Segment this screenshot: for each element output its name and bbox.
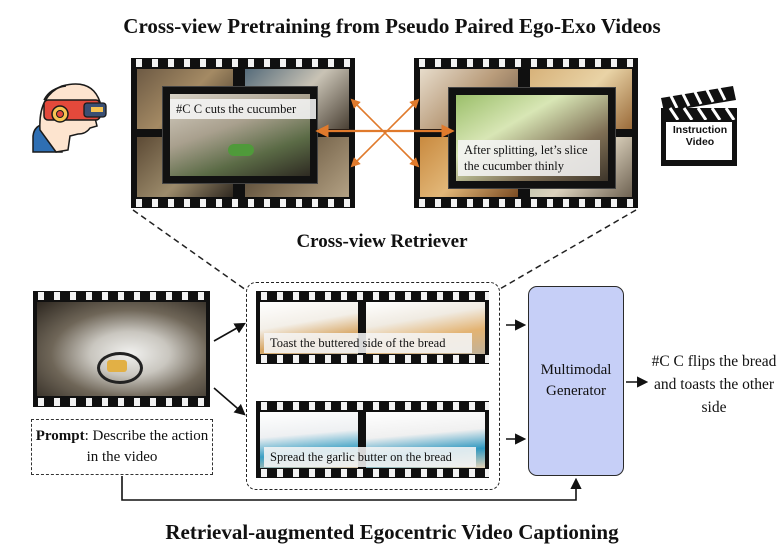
ego-highlight-frame — [163, 87, 317, 183]
top-title: Cross-view Pretraining from Pseudo Paire… — [123, 14, 661, 38]
retriever-title: Cross-view Retriever — [296, 231, 468, 252]
generator-label: Multimodal Generator — [540, 362, 612, 399]
multimodal-generator: Multimodal Generator — [528, 286, 624, 476]
arrow-to-retrieved-1 — [213, 322, 246, 342]
retrieved-caption-1: Toast the buttered side of the bread — [264, 333, 472, 353]
exo-caption: After splitting, let’s slice the cucumbe… — [458, 140, 600, 176]
bottom-title: Retrieval-augmented Egocentric Video Cap… — [165, 520, 619, 544]
arrow-to-retrieved-2 — [213, 387, 246, 416]
input-video-frame — [37, 302, 206, 396]
prompt-box: Prompt: Describe the action in the video — [31, 419, 213, 475]
prompt-label: Prompt — [35, 428, 85, 444]
output-caption: #C C flips the bread and toasts the othe… — [651, 353, 777, 416]
input-ego-video — [33, 291, 210, 407]
retrieved-video-1 — [256, 291, 489, 364]
retrieved-caption-2: Spread the garlic butter on the bread — [264, 447, 476, 467]
prompt-text: : Describe the action in the video — [84, 428, 209, 465]
instruction-video-label: Instruction Video — [672, 124, 728, 148]
ego-caption: #C C cuts the cucumber — [170, 99, 316, 119]
